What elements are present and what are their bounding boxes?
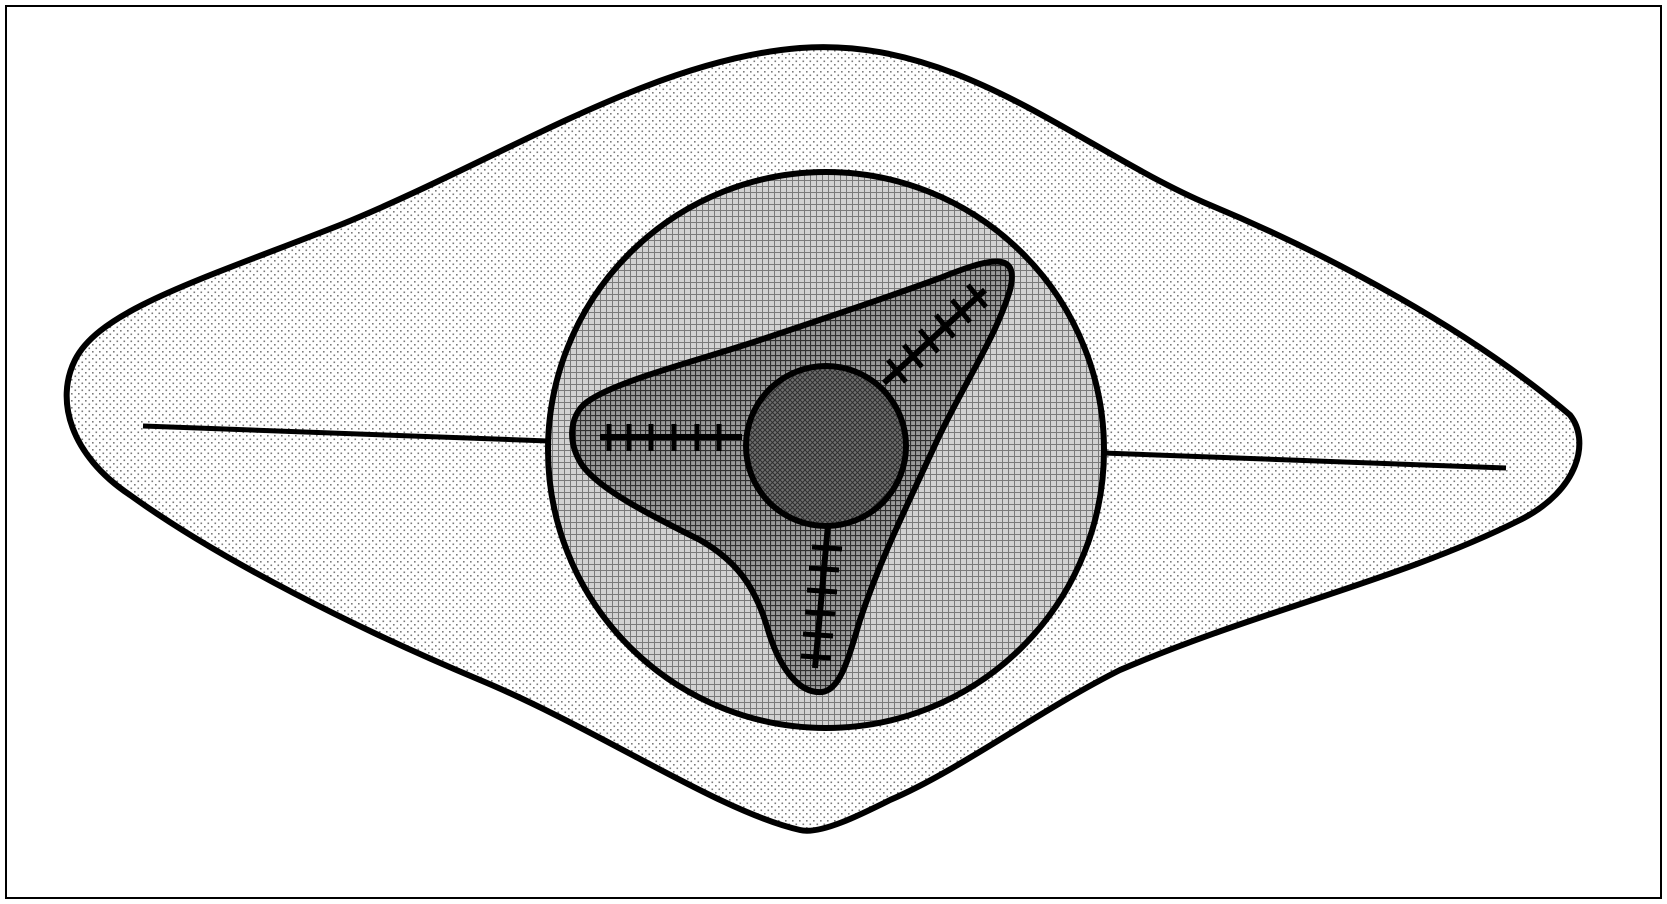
core-circle xyxy=(746,366,906,526)
